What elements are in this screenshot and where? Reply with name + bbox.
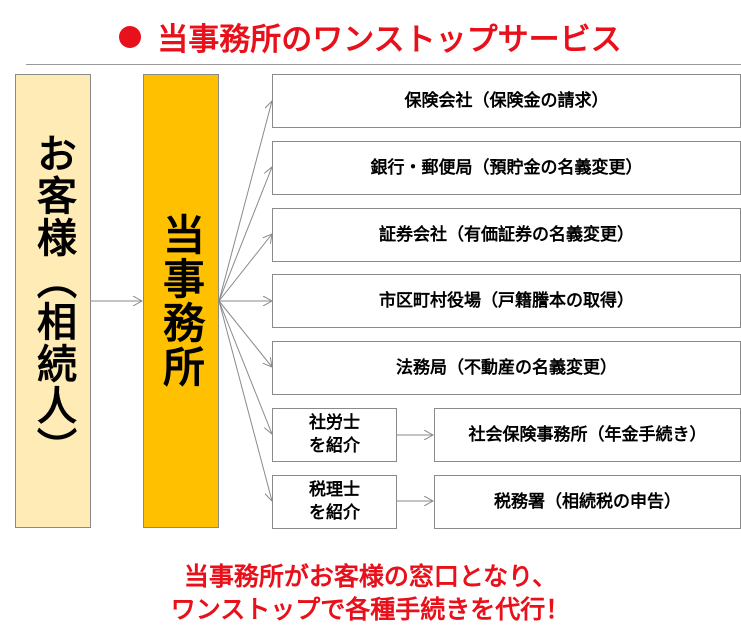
arrow-office-to-service	[218, 234, 272, 302]
footer-line-1: 当事務所がお客様の窓口となり、	[183, 562, 558, 591]
service-label: 銀行・郵便局（預貯金の名義変更）	[370, 157, 643, 178]
office-box: 当事務所	[143, 74, 219, 528]
arrow-office-to-referral	[218, 300, 272, 501]
service-label: 保険会社（保険金の請求）	[404, 90, 609, 111]
customer-label: お客様（相続人）	[30, 133, 76, 469]
title-text: 当事務所のワンストップサービス	[157, 22, 622, 58]
referral-box-labor-consultant: 社労士を紹介	[272, 408, 397, 462]
office-label: 当事務所	[156, 213, 206, 389]
arrow-office-to-referral	[218, 300, 272, 434]
referral-line: 社労士	[309, 413, 360, 433]
arrow-office-to-service	[218, 167, 272, 302]
title-divider	[26, 64, 741, 65]
service-box-insurance: 保険会社（保険金の請求）	[272, 74, 741, 128]
arrow-office-to-service	[218, 300, 272, 367]
service-box-securities: 証券会社（有価証券の名義変更）	[272, 208, 741, 262]
referral-target-tax-office: 税務署（相続税の申告）	[434, 475, 741, 529]
diagram-title: 当事務所のワンストップサービス	[0, 14, 741, 59]
bullet-dot-icon	[119, 26, 142, 48]
referral-line: を紹介	[309, 503, 360, 523]
referral-box-tax-accountant: 税理士を紹介	[272, 475, 397, 529]
referral-target-label: 税務署（相続税の申告）	[494, 491, 681, 512]
service-box-legal-affairs: 法務局（不動産の名義変更）	[272, 341, 741, 395]
service-box-municipal: 市区町村役場（戸籍謄本の取得）	[272, 274, 741, 328]
referral-line: 税理士	[309, 480, 360, 500]
referral-target-pension: 社会保険事務所（年金手続き）	[434, 408, 741, 462]
service-label: 証券会社（有価証券の名義変更）	[379, 224, 634, 245]
referral-target-label: 社会保険事務所（年金手続き）	[468, 424, 707, 445]
arrow-office-to-service	[218, 101, 272, 302]
service-label: 市区町村役場（戸籍謄本の取得）	[379, 290, 634, 311]
customer-box: お客様（相続人）	[15, 74, 91, 528]
footer-line-2: ワンストップで各種手続きを代行！	[170, 595, 571, 624]
service-label: 法務局（不動産の名義変更）	[396, 357, 617, 378]
service-box-bank: 銀行・郵便局（預貯金の名義変更）	[272, 141, 741, 195]
referral-line: を紹介	[309, 436, 360, 456]
